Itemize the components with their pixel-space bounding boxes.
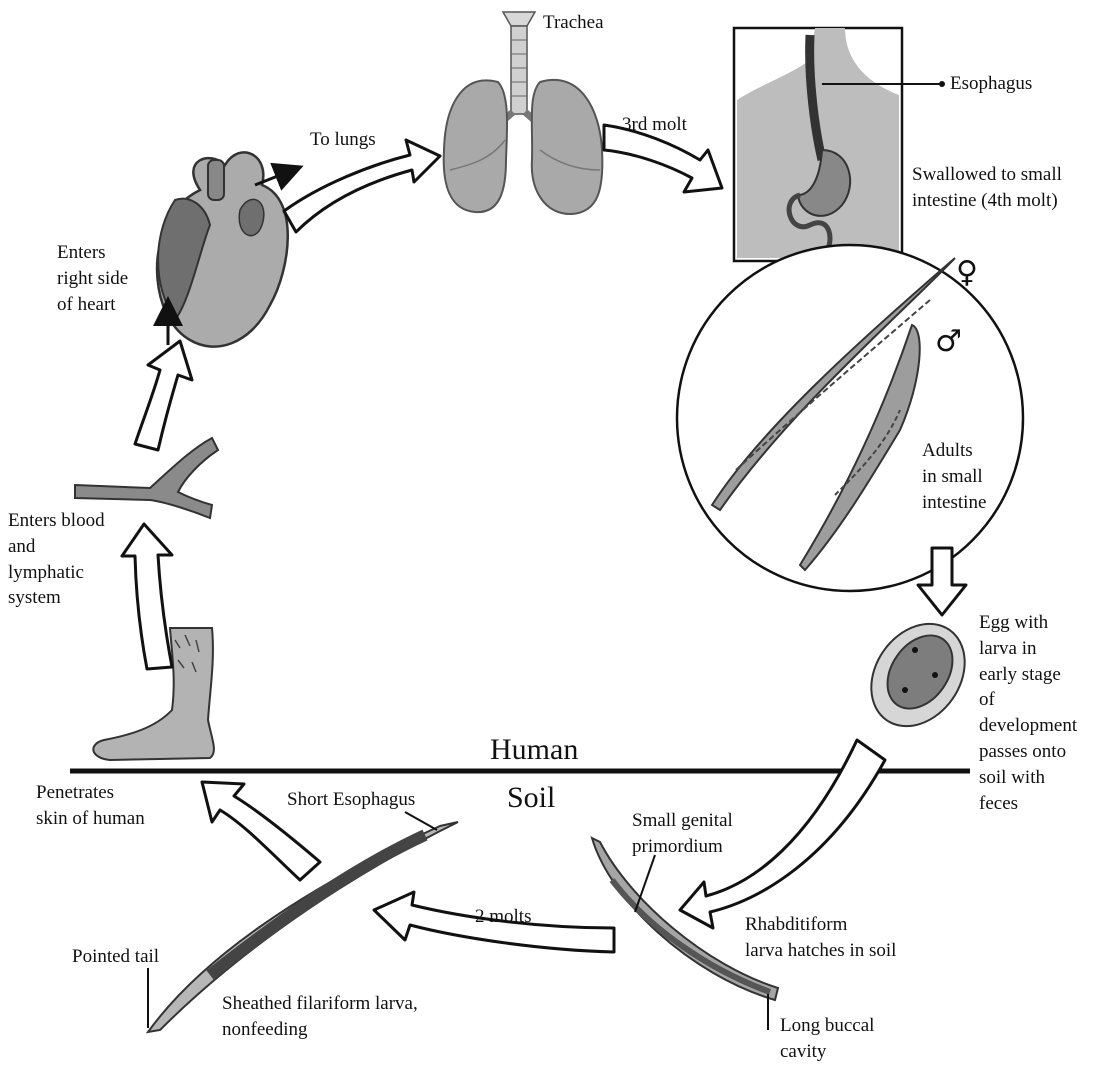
label-buccal-cavity: Long buccal cavity [780,1013,874,1065]
female-symbol: ♀ [956,258,978,288]
label-enters-blood: Enters blood and lymphatic system [8,508,105,611]
label-two-molts: 2 molts [475,904,531,930]
label-rhabditiform: Rhabditiform larva hatches in soil [745,912,896,964]
label-penetrates: Penetrates skin of human [36,780,145,832]
egg-illustration [852,606,984,744]
label-egg: Egg with larva in early stage of develop… [979,610,1077,817]
torso-illustration [734,28,945,261]
label-pointed-tail: Pointed tail [72,944,159,970]
arrow-to-lungs [284,140,440,232]
label-third-molt: 3rd molt [622,112,687,138]
label-short-esophagus: Short Esophagus [287,787,415,813]
blood-vessel-illustration [75,438,218,518]
male-symbol: ♂ [935,327,962,357]
lungs-illustration [444,12,603,214]
label-trachea: Trachea [543,10,604,36]
label-sheathed-larva: Sheathed filariform larva, nonfeeding [222,991,418,1043]
arrow-to-heart [135,341,192,450]
intestine-circle [677,245,1023,591]
arrow-to-blood [122,524,172,669]
label-esophagus: Esophagus [950,71,1032,97]
label-genital-primordium: Small genital primordium [632,808,733,860]
zone-soil-label: Soil [507,783,555,813]
label-to-lungs: To lungs [310,127,376,153]
label-enters-heart: Enters right side of heart [57,240,128,317]
heart-illustration [157,152,298,346]
label-adults: Adults in small intestine [922,438,986,515]
zone-human-label: Human [490,735,578,765]
label-swallowed: Swallowed to small intestine (4th molt) [912,162,1062,214]
